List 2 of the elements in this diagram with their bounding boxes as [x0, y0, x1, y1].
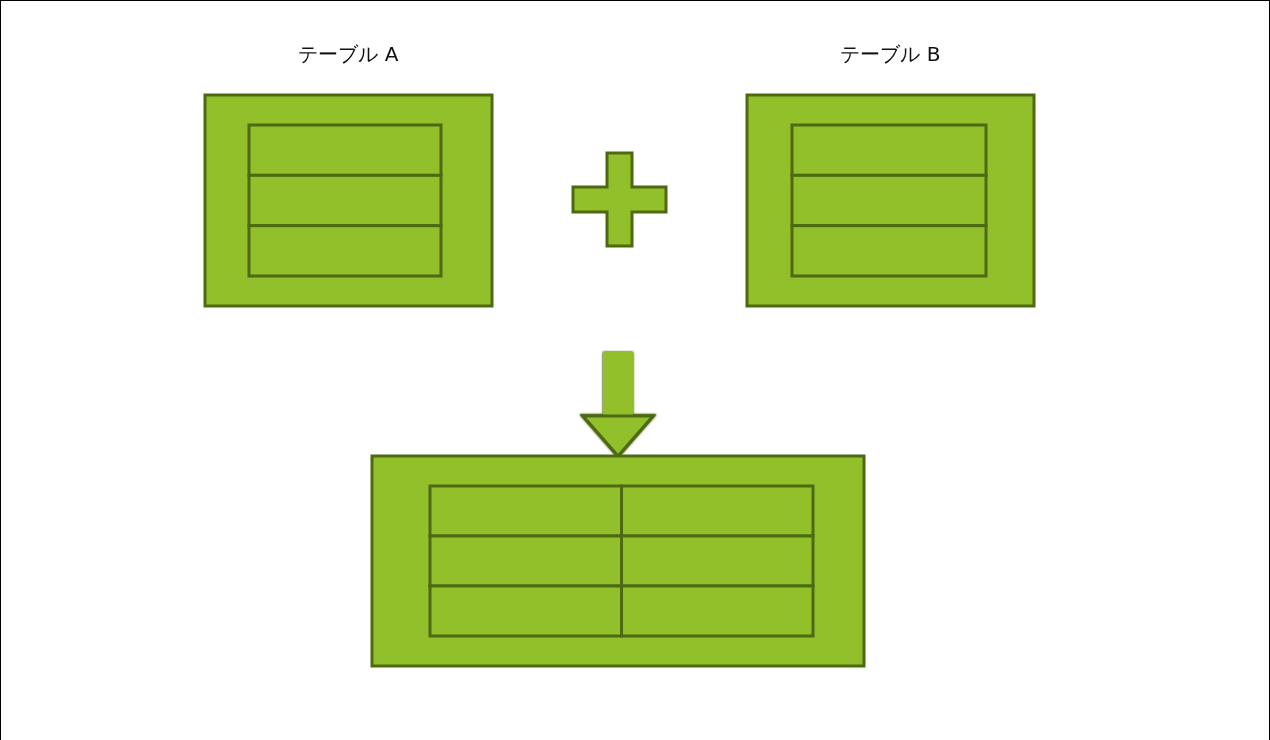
table-heading: テーブル A	[298, 41, 399, 68]
table-heading: テーブル B	[840, 41, 941, 68]
